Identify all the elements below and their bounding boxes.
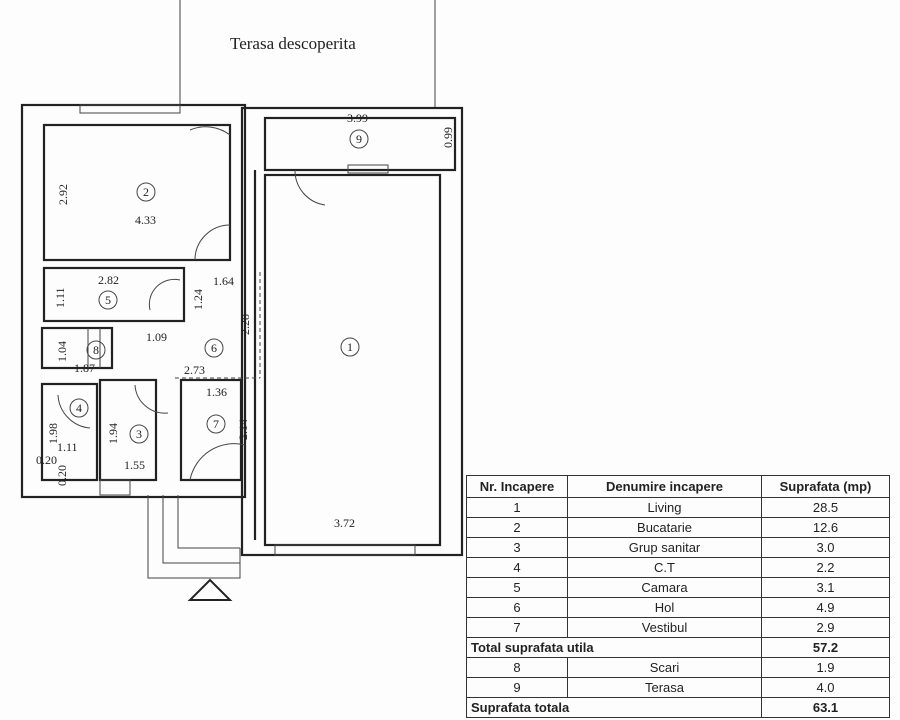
svg-text:1.11: 1.11 — [57, 440, 78, 454]
svg-text:1.09: 1.09 — [146, 330, 167, 344]
svg-text:9: 9 — [356, 132, 362, 146]
svg-text:1.64: 1.64 — [213, 274, 234, 288]
svg-text:1.98: 1.98 — [46, 423, 60, 444]
area-table: Nr. Incapere Denumire incapere Suprafata… — [466, 475, 890, 718]
svg-text:1.55: 1.55 — [124, 458, 145, 472]
walls — [20, 103, 464, 579]
room-9: 9 — [349, 129, 369, 149]
dimension-labels: 3.99 0.99 2.92 4.33 2.82 1.11 1.64 1.24 … — [36, 111, 455, 530]
svg-text:1: 1 — [347, 340, 353, 354]
svg-text:2.73: 2.73 — [184, 363, 205, 377]
triangle-entrance-icon — [187, 578, 233, 601]
svg-text:0.20: 0.20 — [36, 453, 57, 467]
svg-text:1.11: 1.11 — [53, 287, 67, 308]
table-header: Nr. Incapere Denumire incapere Suprafata… — [466, 475, 890, 498]
svg-text:3: 3 — [136, 427, 142, 441]
svg-text:4: 4 — [76, 401, 82, 415]
svg-text:3.72: 3.72 — [334, 516, 355, 530]
terrace-title: Terasa descoperita — [230, 34, 356, 53]
room-labels: 1 2 3 4 5 6 7 8 9 — [69, 129, 369, 444]
svg-text:1.24: 1.24 — [191, 289, 205, 310]
svg-text:6: 6 — [211, 341, 217, 355]
room-6: 6 — [204, 338, 224, 358]
svg-text:1.04: 1.04 — [55, 341, 69, 362]
svg-text:0.20: 0.20 — [55, 465, 69, 486]
svg-text:2: 2 — [143, 185, 149, 199]
svg-text:1.87: 1.87 — [74, 361, 95, 375]
svg-text:5: 5 — [105, 293, 111, 307]
room-5: 5 — [98, 290, 118, 310]
svg-text:8: 8 — [93, 343, 99, 357]
header-area: Suprafata (mp) — [761, 475, 890, 498]
room-2: 2 — [136, 182, 156, 202]
header-nr: Nr. Incapere — [466, 475, 568, 498]
room-4: 4 — [69, 398, 89, 418]
svg-text:4.33: 4.33 — [135, 213, 156, 227]
svg-text:1.94: 1.94 — [106, 423, 120, 444]
svg-text:2.92: 2.92 — [56, 184, 70, 205]
room-7: 7 — [206, 414, 226, 434]
svg-text:2.82: 2.82 — [98, 273, 119, 287]
svg-text:3.99: 3.99 — [347, 111, 368, 125]
room-8: 8 — [86, 340, 106, 360]
header-name: Denumire incapere — [567, 475, 762, 498]
room-1: 1 — [340, 337, 360, 357]
svg-text:2.14: 2.14 — [236, 419, 250, 440]
svg-text:1.36: 1.36 — [206, 385, 227, 399]
svg-text:7: 7 — [213, 417, 219, 431]
svg-text:0.99: 0.99 — [441, 127, 455, 148]
svg-text:2.28: 2.28 — [238, 314, 252, 335]
room-3: 3 — [129, 424, 149, 444]
